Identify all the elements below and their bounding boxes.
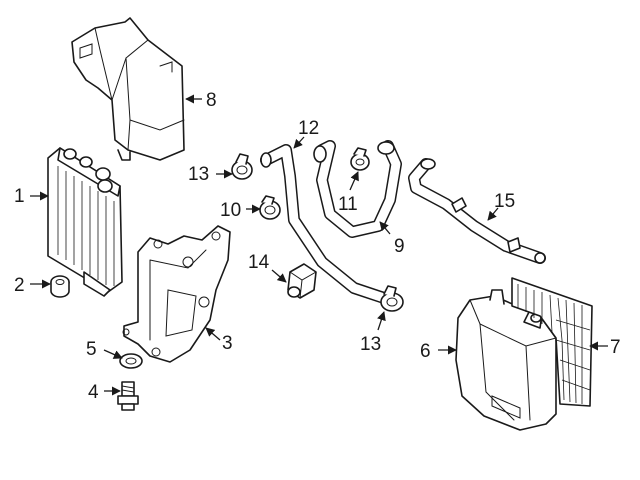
clamp-10 (259, 195, 281, 220)
callout-2: 2 (14, 275, 25, 296)
coolant-hose-upper (260, 144, 390, 304)
callout-8: 8 (206, 90, 217, 111)
bolt (117, 381, 139, 411)
callout-7: 7 (610, 337, 621, 358)
callout-9: 9 (394, 236, 405, 257)
hose-clamp-lower (380, 285, 404, 312)
callout-13-lower: 13 (360, 334, 381, 355)
callout-10: 10 (220, 200, 241, 221)
callout-3: 3 (222, 333, 233, 354)
oil-cooler (47, 147, 123, 297)
callout-4: 4 (88, 382, 99, 403)
mounting-bracket (122, 225, 231, 363)
air-duct-shroud (71, 17, 185, 161)
callout-1: 1 (14, 186, 25, 207)
callout-5: 5 (86, 339, 97, 360)
callout-12: 12 (298, 118, 319, 139)
callout-labels: 1 2 3 4 5 6 7 8 9 10 11 12 13 13 14 15 (14, 90, 621, 403)
leader-lines (30, 94, 608, 396)
callout-15: 15 (494, 191, 515, 212)
grommet (50, 275, 70, 298)
expansion-tank (455, 289, 557, 431)
hose-clamp-upper (231, 153, 253, 180)
coolant-hose (313, 140, 402, 238)
coolant-pipe (408, 158, 546, 264)
callout-14: 14 (248, 252, 270, 273)
clamp-11 (350, 147, 370, 171)
callout-6: 6 (420, 341, 431, 362)
connector-fitting (287, 263, 317, 299)
filter-panel (511, 277, 593, 407)
callout-13-upper: 13 (188, 164, 209, 185)
callout-11: 11 (338, 194, 358, 215)
washer (119, 353, 143, 369)
